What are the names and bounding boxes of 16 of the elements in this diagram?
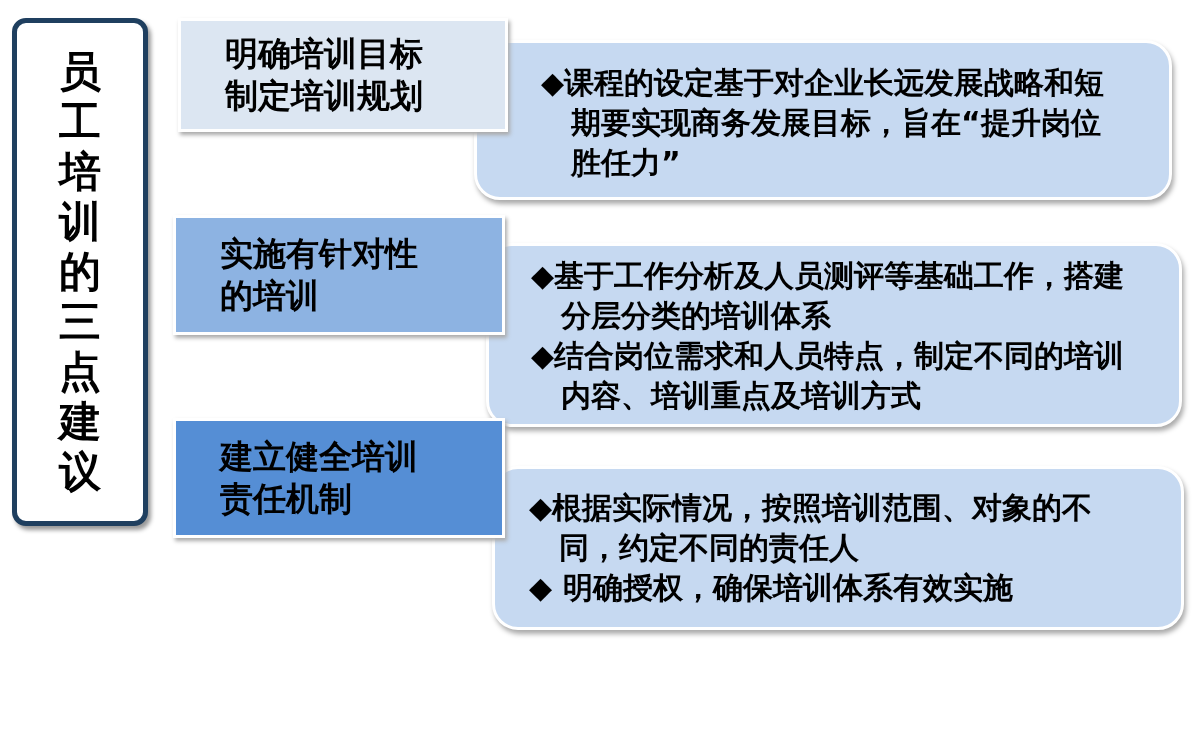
bullet-text: ◆根据实际情况，按照培训范围、对象的不同，约定不同的责任人 [529,489,1094,567]
bullet-text: ◆结合岗位需求和人员特点，制定不同的培训内容、培训重点及培训方式 [531,337,1126,415]
content-box [492,466,1184,630]
heading-box [12,18,148,526]
topic-box [178,18,508,132]
bullet-text: ◆ 明确授权，确保培训体系有效实施 [529,569,1014,607]
topic-text: 明确培训目标制定培训规划 [225,33,424,117]
content-box [474,40,1172,200]
topic-text: 实施有针对性的培训 [220,233,419,317]
bullet-text: ◆课程的设定基于对企业长远发展战略和短期要实现商务发展目标，旨在“提升岗位胜任力” [541,64,1106,182]
topic-box [173,418,505,538]
topic-text: 建立健全培训责任机制 [220,436,419,520]
bullet-text: ◆基于工作分析及人员测评等基础工作，搭建分层分类的培训体系 [531,257,1126,335]
heading-text: 员工培训的三点建议 [58,47,102,497]
topic-box [173,215,505,335]
content-box [486,243,1182,427]
